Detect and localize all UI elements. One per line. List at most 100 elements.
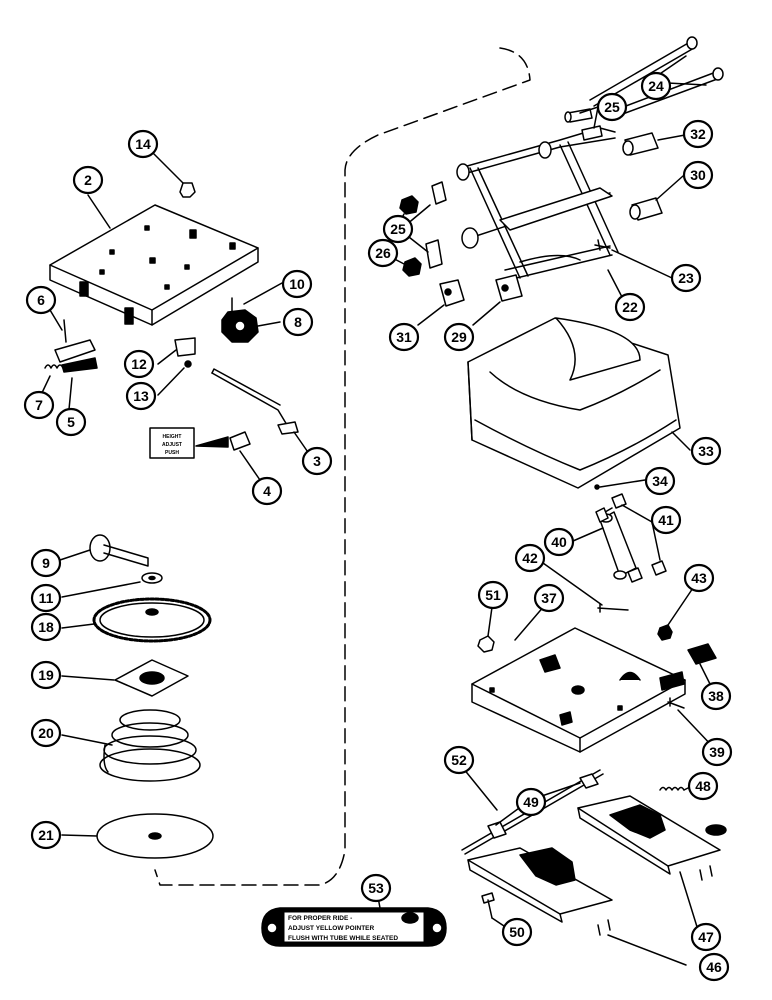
- callout-label-4: 4: [263, 483, 271, 499]
- callout-label-49: 49: [523, 794, 539, 810]
- part-38-cushion-clip: [687, 643, 717, 665]
- callout-circle-3: [301, 446, 333, 476]
- callout-label-43: 43: [691, 570, 707, 586]
- callout-label-11: 11: [39, 590, 54, 606]
- part-7-spring: [44, 364, 64, 369]
- height-adjust-line1: HEIGHT: [163, 434, 182, 440]
- callout-circle-53: [360, 873, 392, 903]
- part-43-nut: [657, 624, 673, 641]
- part-32-slide-block: [622, 132, 659, 156]
- callout-circle-46: [698, 952, 730, 982]
- callout-label-3: 3: [313, 453, 321, 469]
- callout-label-21: 21: [38, 827, 54, 843]
- callout-circle-39: [701, 737, 733, 767]
- callout-circle-10: [281, 269, 313, 299]
- callout-label-25: 25: [604, 99, 620, 115]
- part-30-slide-block: [629, 197, 663, 221]
- callout-circle-24: [640, 71, 672, 101]
- callout-circle-41: [650, 505, 682, 535]
- callout-label-39: 39: [709, 744, 725, 760]
- part-51-nut: [477, 635, 495, 653]
- callout-circle-51: [477, 580, 509, 610]
- part-18-gear: [92, 597, 212, 643]
- callout-circle-25: [596, 92, 628, 122]
- callout-circle-47: [690, 922, 722, 952]
- callout-label-53: 53: [368, 880, 384, 896]
- callout-label-26: 26: [375, 245, 391, 261]
- callout-circle-13: [125, 381, 157, 411]
- callout-circle-30: [682, 160, 714, 190]
- callout-circle-33: [690, 436, 722, 466]
- callout-circle-8: [282, 307, 314, 337]
- callout-label-12: 12: [131, 356, 147, 372]
- callout-circle-18: [30, 612, 62, 642]
- callout-label-47: 47: [698, 929, 714, 945]
- callout-label-24: 24: [648, 78, 664, 94]
- callout-label-13: 13: [133, 388, 149, 404]
- part-23-pin: [594, 239, 611, 251]
- part-9-bolt: [89, 534, 149, 567]
- part-46-slide-rail: [467, 847, 613, 936]
- callout-label-5: 5: [67, 414, 75, 430]
- dashed-boundary-line: [154, 47, 531, 886]
- part-callouts: 2345678910111213141819202122232425252629…: [23, 71, 733, 982]
- callout-label-32: 32: [690, 126, 706, 142]
- callout-label-30: 30: [690, 167, 706, 183]
- callout-circle-19: [30, 660, 62, 690]
- callout-label-40: 40: [551, 534, 567, 550]
- callout-label-9: 9: [42, 555, 50, 571]
- callout-label-2: 2: [84, 172, 92, 188]
- callout-label-22: 22: [622, 299, 638, 315]
- callout-label-46: 46: [706, 959, 722, 975]
- callout-circle-50: [501, 917, 533, 947]
- callout-label-7: 7: [35, 397, 43, 413]
- callout-label-51: 51: [485, 587, 501, 603]
- callout-circle-9: [30, 548, 62, 578]
- part-41-bushing: [595, 493, 667, 583]
- part-31-roller-block: [439, 279, 465, 307]
- part-48-spring: [659, 786, 685, 791]
- part-39-stud: [667, 697, 685, 709]
- part-2-base-plate: [49, 204, 259, 326]
- part-26-nut: [399, 195, 422, 277]
- callout-label-48: 48: [695, 778, 711, 794]
- part-3-height-rod: [211, 372, 297, 433]
- callout-label-52: 52: [451, 752, 467, 768]
- part-37-lower-plate: [471, 627, 686, 753]
- part-22-scissor-frame: [456, 127, 619, 281]
- callout-circle-49: [515, 787, 547, 817]
- height-adjust-line3: PUSH: [165, 450, 179, 456]
- callout-circle-7: [23, 390, 55, 420]
- callout-label-14: 14: [135, 136, 151, 152]
- part-5-hinge-bracket: [54, 319, 98, 373]
- callout-label-42: 42: [522, 550, 538, 566]
- callout-circle-40: [543, 527, 575, 557]
- callout-circle-48: [687, 771, 719, 801]
- callout-label-10: 10: [289, 276, 305, 292]
- part-4-clip: [229, 431, 251, 451]
- callout-label-20: 20: [38, 725, 54, 741]
- callout-circle-22: [614, 292, 646, 322]
- callout-circle-6: [25, 285, 57, 315]
- callout-label-31: 31: [396, 329, 412, 345]
- callout-label-29: 29: [451, 329, 467, 345]
- callout-circle-21: [30, 820, 62, 850]
- callout-circle-32: [682, 119, 714, 149]
- callout-circle-23: [670, 263, 702, 293]
- part-13-screw: [184, 360, 192, 368]
- callout-label-19: 19: [38, 667, 54, 683]
- pointer-arrow: [195, 436, 229, 448]
- callout-circle-11: [30, 583, 62, 613]
- callout-circle-43: [683, 563, 715, 593]
- part-42-pin: [597, 603, 629, 613]
- part-29-roller-block: [495, 274, 523, 302]
- callout-label-23: 23: [678, 270, 694, 286]
- callout-circle-20: [30, 718, 62, 748]
- callout-circle-31: [388, 322, 420, 352]
- callout-circle-2: [72, 165, 104, 195]
- callout-label-33: 33: [698, 443, 714, 459]
- ride-plate-line3: FLUSH WITH TUBE WHILE SEATED: [288, 935, 398, 942]
- callout-circle-52: [443, 745, 475, 775]
- part-47-slide-rail: [577, 795, 721, 881]
